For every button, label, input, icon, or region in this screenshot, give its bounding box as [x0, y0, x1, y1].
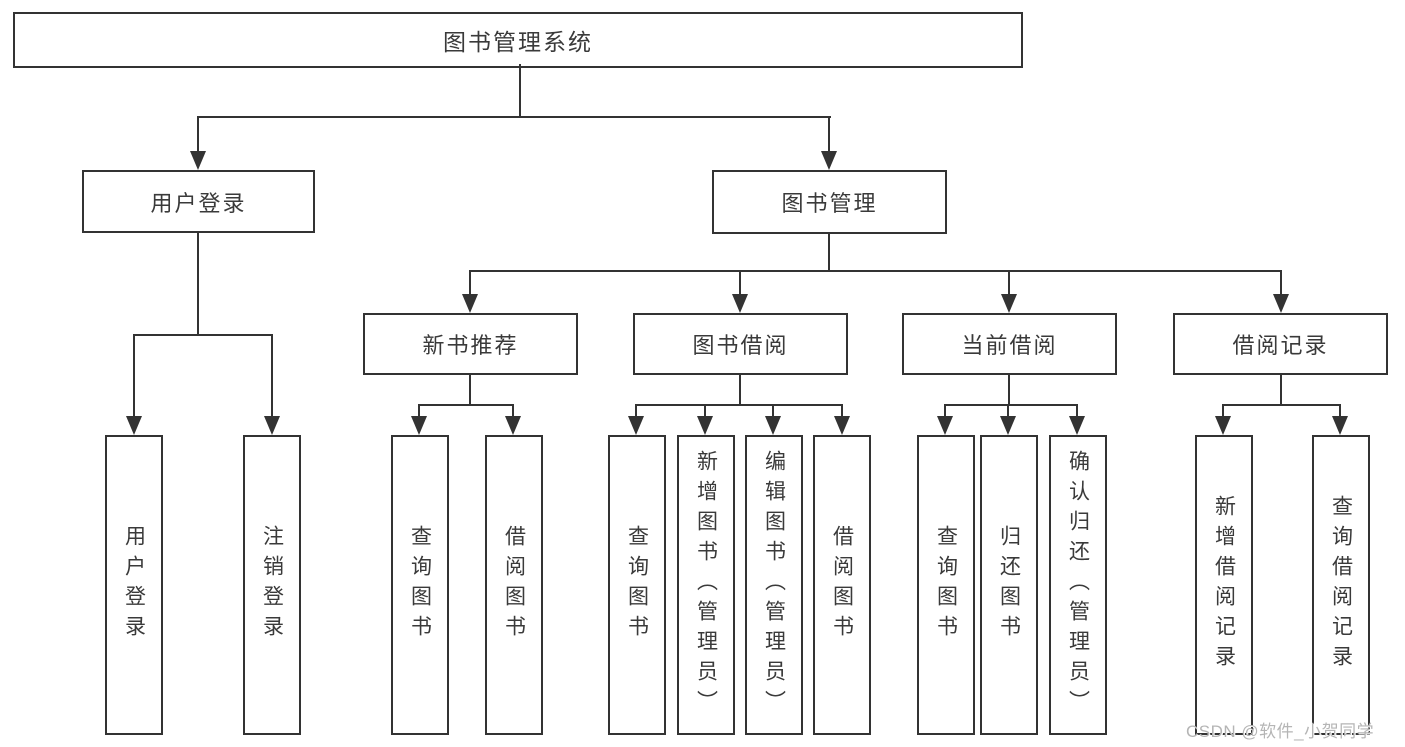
connector-line	[1280, 270, 1282, 296]
leaf-add-borrow-record-label: 新增借阅记录	[1212, 495, 1236, 675]
node-user-login: 用户登录	[82, 170, 315, 233]
connector-line	[944, 404, 946, 418]
node-current-borrow-label: 当前借阅	[961, 333, 1058, 358]
connector-line	[1076, 404, 1078, 418]
connector-line	[519, 64, 521, 117]
leaf-borrow-books-1-label: 借阅图书	[502, 525, 526, 645]
node-book-borrow: 图书借阅	[633, 313, 848, 375]
connector-line	[1339, 404, 1341, 418]
leaf-return-books-label: 归还图书	[997, 525, 1021, 645]
leaf-query-books-2: 查询图书	[608, 435, 666, 735]
node-book-management: 图书管理	[712, 170, 947, 234]
watermark: CSDN @软件_小贺同学	[1186, 722, 1375, 741]
node-book-management-label: 图书管理	[781, 191, 878, 216]
leaf-query-books-2-label: 查询图书	[625, 525, 649, 645]
connector-line	[469, 270, 1282, 272]
connector-line	[1280, 373, 1282, 406]
connector-line	[1008, 373, 1010, 406]
node-new-book-recommend-label: 新书推荐	[422, 333, 519, 358]
leaf-query-books-1: 查询图书	[391, 435, 449, 735]
leaf-logout-login-label: 注销登录	[260, 525, 284, 645]
arrow-down-icon	[264, 416, 280, 435]
connector-line	[739, 373, 741, 406]
leaf-query-books-3-label: 查询图书	[934, 525, 958, 645]
leaf-query-borrow-record: 查询借阅记录	[1312, 435, 1370, 735]
leaf-add-books-admin-label: 新增图书（管理员）	[694, 450, 718, 720]
node-new-book-recommend: 新书推荐	[363, 313, 578, 375]
leaf-user-login-label: 用户登录	[122, 525, 146, 645]
connector-line	[1008, 270, 1010, 296]
leaf-query-books-3: 查询图书	[917, 435, 975, 735]
connector-line	[133, 334, 273, 336]
arrow-down-icon	[765, 416, 781, 435]
connector-line	[197, 231, 199, 335]
leaf-edit-books-admin: 编辑图书（管理员）	[745, 435, 803, 735]
leaf-borrow-books-1: 借阅图书	[485, 435, 543, 735]
connector-line	[469, 373, 471, 406]
connector-line	[512, 404, 514, 418]
leaf-confirm-return-admin: 确认归还（管理员）	[1049, 435, 1107, 735]
node-current-borrow: 当前借阅	[902, 313, 1117, 375]
leaf-edit-books-admin-label: 编辑图书（管理员）	[762, 450, 786, 720]
arrow-down-icon	[462, 294, 478, 313]
connector-line	[469, 270, 471, 296]
connector-line	[635, 404, 843, 406]
root-node: 图书管理系统	[13, 12, 1023, 68]
leaf-query-borrow-record-label: 查询借阅记录	[1329, 495, 1353, 675]
connector-line	[418, 404, 420, 418]
leaf-borrow-books-2: 借阅图书	[813, 435, 871, 735]
connector-line	[197, 116, 199, 153]
connector-line	[828, 232, 830, 272]
connector-line	[739, 270, 741, 296]
leaf-borrow-books-2-label: 借阅图书	[830, 525, 854, 645]
leaf-add-borrow-record: 新增借阅记录	[1195, 435, 1253, 735]
arrow-down-icon	[411, 416, 427, 435]
connector-line	[841, 404, 843, 418]
connector-line	[1222, 404, 1224, 418]
arrow-down-icon	[1215, 416, 1231, 435]
connector-line	[704, 404, 706, 418]
arrow-down-icon	[1001, 294, 1017, 313]
arrow-down-icon	[628, 416, 644, 435]
arrow-down-icon	[505, 416, 521, 435]
connector-line	[1007, 404, 1009, 418]
leaf-return-books: 归还图书	[980, 435, 1038, 735]
connector-line	[271, 334, 273, 418]
leaf-logout-login: 注销登录	[243, 435, 301, 735]
connector-line	[772, 404, 774, 418]
leaf-user-login: 用户登录	[105, 435, 163, 735]
leaf-query-books-1-label: 查询图书	[408, 525, 432, 645]
connector-line	[197, 116, 831, 118]
node-book-borrow-label: 图书借阅	[692, 333, 789, 358]
arrow-down-icon	[1273, 294, 1289, 313]
arrow-down-icon	[1069, 416, 1085, 435]
node-borrow-records: 借阅记录	[1173, 313, 1388, 375]
connector-line	[418, 404, 514, 406]
arrow-down-icon	[821, 151, 837, 170]
arrow-down-icon	[732, 294, 748, 313]
connector-line	[828, 116, 830, 153]
arrow-down-icon	[1332, 416, 1348, 435]
root-node-label: 图书管理系统	[443, 29, 593, 55]
arrow-down-icon	[697, 416, 713, 435]
arrow-down-icon	[937, 416, 953, 435]
arrow-down-icon	[190, 151, 206, 170]
leaf-confirm-return-admin-label: 确认归还（管理员）	[1066, 450, 1090, 720]
arrow-down-icon	[834, 416, 850, 435]
leaf-add-books-admin: 新增图书（管理员）	[677, 435, 735, 735]
connector-line	[133, 334, 135, 418]
connector-line	[635, 404, 637, 418]
connector-line	[1222, 404, 1341, 406]
connector-line	[944, 404, 1078, 406]
node-user-login-label: 用户登录	[150, 190, 247, 216]
node-borrow-records-label: 借阅记录	[1232, 333, 1329, 358]
arrow-down-icon	[1000, 416, 1016, 435]
arrow-down-icon	[126, 416, 142, 435]
